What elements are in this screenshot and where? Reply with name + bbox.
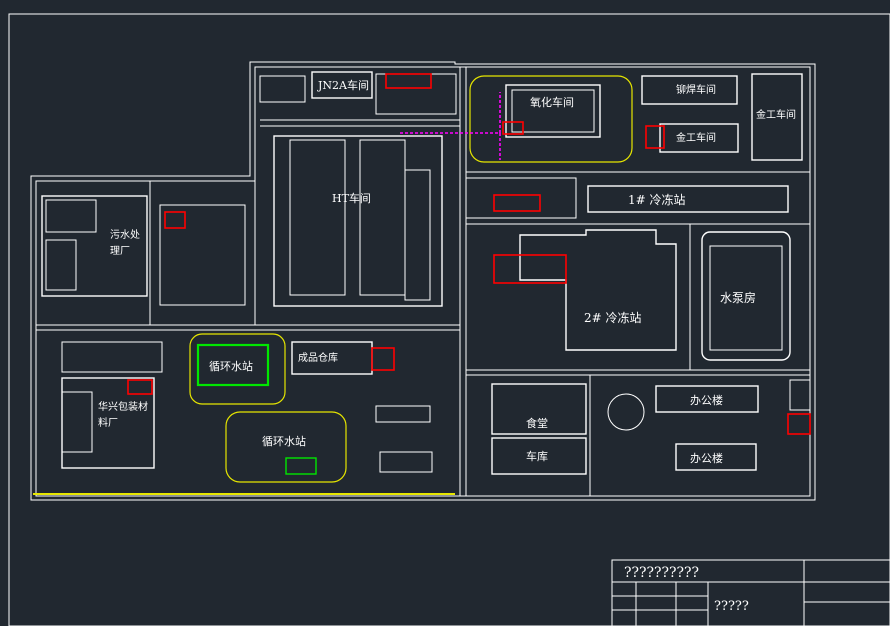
ht-workshop-c	[404, 169, 431, 301]
oxidation-zone	[469, 75, 633, 163]
canteen-label: 食堂	[526, 416, 548, 430]
marker-west	[164, 211, 186, 229]
oxidation-workshop-label: 氧化车间	[530, 95, 574, 109]
marker-oxidation	[502, 121, 524, 135]
internal-roads	[36, 67, 810, 496]
office-building-2-label: 办公楼	[690, 451, 723, 465]
office-building-1	[655, 385, 759, 413]
pump-house	[701, 231, 791, 361]
garage-label: 车库	[526, 449, 548, 463]
product-warehouse-label: 成品仓库	[298, 351, 338, 364]
marker-cooling1	[493, 194, 541, 212]
metal-workshop	[659, 123, 739, 153]
garage	[491, 437, 587, 475]
jn2a-workshop	[311, 71, 373, 99]
block-e1	[465, 177, 577, 219]
marker-cooling2	[493, 254, 567, 284]
ht-workshop-label: HT车间	[332, 191, 371, 205]
circ-water-station-2-label: 循环水站	[262, 434, 306, 448]
cooling-station-1-label: 1# 冷冻站	[628, 192, 686, 207]
wastewater-plant	[41, 195, 148, 297]
circ-water-station-1	[196, 343, 270, 387]
wastewater-label-1: 污水处	[110, 229, 140, 241]
welding-workshop-label: 铆焊车间	[676, 83, 716, 96]
pump-house-label: 水泵房	[720, 290, 756, 305]
metal-workshop-north	[751, 73, 803, 161]
marker-office	[787, 413, 811, 435]
cooling-station-1	[587, 185, 789, 213]
block-west	[159, 204, 246, 306]
circ-water-station-1-label: 循环水站	[209, 359, 253, 373]
wastewater-tank2	[45, 239, 77, 291]
block-nw1	[259, 75, 306, 103]
ht-workshop-a	[289, 139, 346, 296]
wastewater-label-2: 理厂	[110, 245, 130, 257]
title-block-title: ??????????	[624, 565, 699, 581]
fountain	[607, 393, 645, 431]
wastewater-tank1	[45, 199, 97, 233]
marker-jn2a	[385, 73, 432, 89]
block-s2	[379, 451, 433, 473]
welding-workshop	[641, 75, 738, 105]
packaging-label-1: 华兴包装材	[98, 400, 148, 413]
ht-workshop	[273, 135, 443, 307]
site-boundary-inner	[35, 66, 811, 497]
marker-metal	[645, 125, 665, 149]
pipe-route	[400, 92, 501, 160]
title-block	[611, 559, 890, 626]
site-boundary	[30, 61, 816, 501]
block-se	[789, 379, 811, 411]
marker-warehouse	[371, 347, 395, 371]
ht-workshop-b	[359, 139, 406, 296]
circ-water-zone-2	[225, 411, 347, 483]
cooling-station-2	[519, 229, 677, 351]
block-s1	[375, 405, 431, 423]
oxidation-workshop	[505, 84, 601, 138]
canteen	[491, 383, 587, 435]
office-building-2	[675, 443, 757, 471]
block-sw	[61, 341, 163, 373]
cooling-tower	[285, 457, 317, 475]
jn2a-workshop-label: JN2A车间	[317, 78, 369, 92]
metal-workshop-label: 金工车间	[676, 131, 716, 144]
office-building-1-label: 办公楼	[690, 393, 723, 407]
metal-workshop-north-label: 金工车间	[756, 108, 796, 121]
packaging-block	[61, 391, 93, 453]
circ-water-zone-1	[189, 333, 286, 405]
cooling-station-2-label: 2# 冷冻站	[584, 310, 642, 325]
title-block-subtitle: ?????	[714, 599, 749, 614]
marker-packaging	[127, 379, 153, 395]
packaging-label-2: 料厂	[98, 416, 118, 429]
drawing-border	[8, 13, 890, 626]
oxidation-workshop-inner	[511, 89, 595, 133]
pump-house-inner	[709, 245, 783, 351]
block-nw2	[375, 73, 457, 115]
